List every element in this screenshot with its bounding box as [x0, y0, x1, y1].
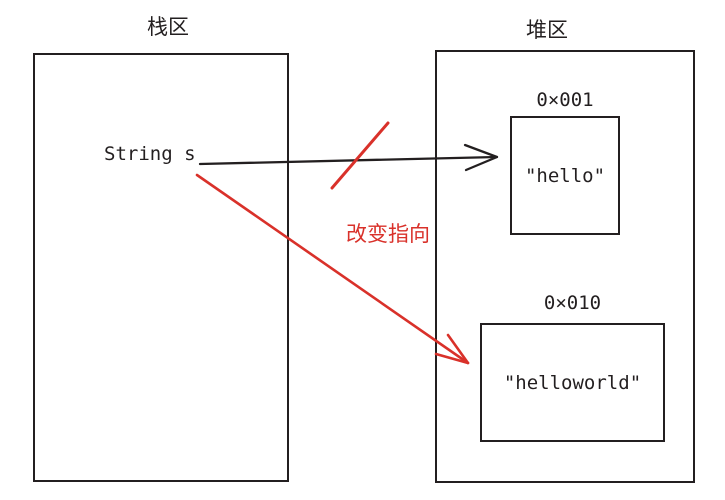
stack-region-box — [33, 53, 289, 482]
cross-out-slash — [330, 121, 390, 190]
hello-object-box: "hello" — [510, 116, 620, 235]
hello-value-label: "hello" — [524, 164, 606, 187]
heap-region-title: 堆区 — [526, 18, 568, 42]
helloworld-value-label: "helloworld" — [503, 371, 642, 394]
helloworld-address-label: 0×010 — [543, 292, 602, 314]
stack-region-title: 栈区 — [147, 15, 189, 39]
hello-address-label: 0×001 — [536, 89, 594, 111]
helloworld-object-box: "helloworld" — [480, 323, 665, 442]
string-variable-label: String s — [104, 143, 196, 165]
change-pointer-label: 改变指向 — [346, 222, 430, 246]
